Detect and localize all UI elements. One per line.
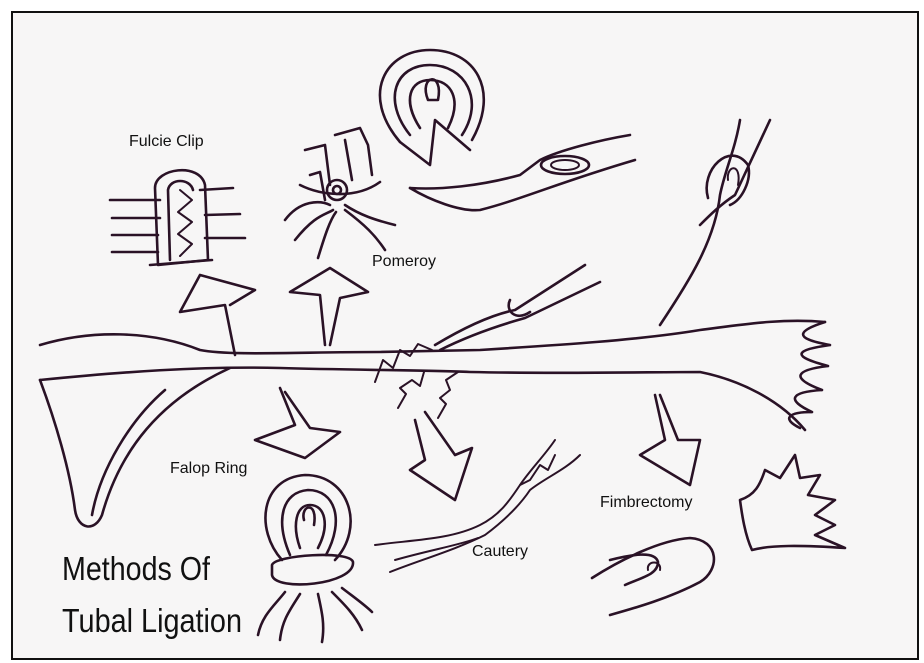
pomeroy-drawing: [285, 128, 395, 258]
label-fulcie-clip: Fulcie Clip: [129, 133, 204, 150]
label-fimbrectomy: Fimbrectomy: [600, 494, 692, 511]
label-falop-ring: Falop Ring: [170, 460, 247, 477]
arrows: [180, 268, 700, 500]
arrow-fulcie: [180, 275, 255, 355]
fimbrectomy-drawing: [592, 455, 845, 615]
ring-loop-top-drawing: [380, 50, 484, 165]
title-line-2: Tubal Ligation: [62, 602, 242, 639]
falop-ring-drawing: [258, 475, 372, 642]
label-cautery: Cautery: [472, 543, 528, 560]
fulcie-clip-drawing: [110, 170, 245, 265]
laparoscope-drawing: [660, 120, 770, 325]
arrow-falop: [255, 388, 340, 458]
fallopian-tube-drawing: [40, 321, 830, 527]
arrow-cautery: [410, 412, 472, 500]
cautery-instrument-top-drawing: [410, 135, 635, 210]
arrow-fimbrectomy: [640, 395, 700, 485]
cautery-probe-drawing: [435, 265, 600, 350]
label-pomeroy: Pomeroy: [372, 253, 436, 270]
arrow-pomeroy: [290, 268, 368, 345]
title-line-1: Methods Of: [62, 550, 211, 587]
